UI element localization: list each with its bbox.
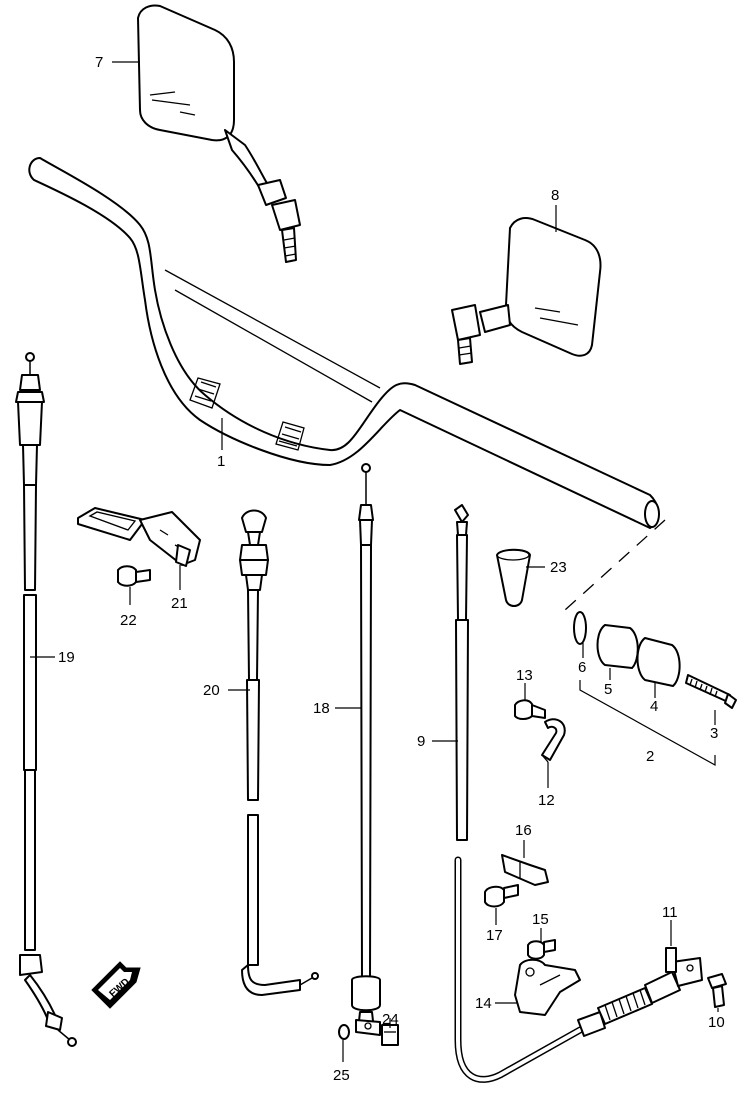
fwd-badge: FWD [91,961,141,1009]
callout-9: 9 [417,733,425,750]
callout-11: 11 [662,904,678,921]
callout-1: 1 [217,453,225,470]
screw-22[interactable] [117,565,151,587]
callout-8: 8 [551,187,559,204]
callout-25: 25 [333,1067,350,1084]
cable-guide-23[interactable] [496,548,531,607]
bolt-13[interactable] [514,699,546,720]
callout-5: 5 [604,681,612,698]
clutch-cable[interactable] [351,463,381,1036]
clamp-12[interactable] [541,718,566,763]
bar-end-assembly[interactable] [564,519,737,767]
callout-4: 4 [650,698,658,715]
spacer [596,624,639,669]
callout-18: 18 [313,700,330,717]
callout-labels: 7 8 1 23 22 21 19 6 13 5 20 4 18 3 9 2 1… [58,54,725,1084]
callout-19: 19 [58,649,75,666]
throttle-cable[interactable] [15,352,77,1047]
callout-3: 3 [710,725,718,742]
knurl-band-left [189,377,221,409]
callout-24: 24 [382,1011,399,1028]
leader-lines [30,61,719,1062]
bracket-14[interactable] [514,958,581,1016]
callout-17: 17 [486,927,503,944]
choke-cable[interactable] [239,509,319,996]
bar-end-screw [685,674,731,703]
bolt-17[interactable] [484,884,519,908]
callout-16: 16 [515,822,532,839]
arrow-fwd-icon [91,961,141,1009]
callout-22: 22 [120,612,137,629]
callout-23: 23 [550,559,567,576]
callout-15: 15 [532,911,549,928]
bolt-10[interactable] [707,973,727,1008]
callout-7: 7 [95,54,103,71]
cable-bracket[interactable] [77,507,201,567]
callout-10: 10 [708,1014,725,1031]
callout-20: 20 [203,682,220,699]
callout-6: 6 [578,659,586,676]
pin-11[interactable] [665,947,677,973]
mirror-right[interactable] [451,217,602,365]
callout-21: 21 [171,595,188,612]
handlebar[interactable] [28,157,660,529]
washer [573,611,587,645]
bar-end-weight [636,637,681,687]
mirror-left[interactable] [137,4,301,263]
knurl-band-right [275,421,305,451]
callout-13: 13 [516,667,533,684]
bolt-15[interactable] [527,939,556,960]
callout-2: 2 [646,748,654,765]
clamp-16[interactable] [501,854,549,886]
brake-cable[interactable] [454,504,703,1083]
callout-12: 12 [538,792,555,809]
washer-25[interactable] [338,1024,350,1040]
screw-24[interactable] [381,1024,399,1046]
callout-14: 14 [475,995,492,1012]
